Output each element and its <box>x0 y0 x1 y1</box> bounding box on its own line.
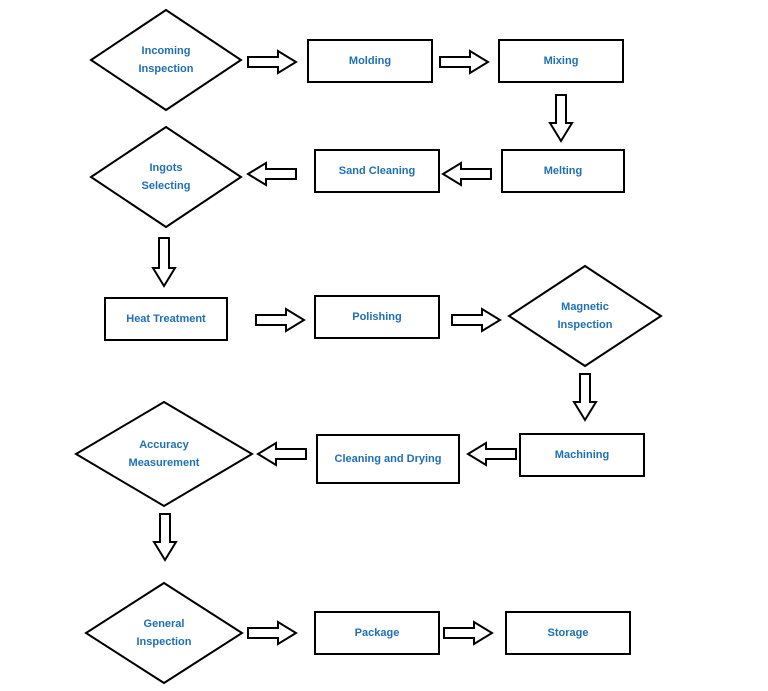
node-label: Accuracy <box>139 439 189 451</box>
node-cleaning-and-drying: Cleaning and Drying <box>316 434 460 484</box>
node-label: Selecting <box>142 180 191 192</box>
arrow-left-icon <box>246 161 297 187</box>
arrow-down-icon <box>152 513 178 562</box>
node-label: Incoming <box>142 45 191 57</box>
process-box <box>501 149 625 193</box>
arrow-right-icon <box>451 307 502 333</box>
process-box <box>314 611 440 655</box>
arrow-right-icon <box>439 49 490 75</box>
process-box <box>104 297 228 341</box>
node-label: Measurement <box>129 457 200 469</box>
node-label: Polishing <box>352 311 402 323</box>
process-box <box>307 39 433 83</box>
decision-diamond <box>74 400 254 508</box>
node-mixing: Mixing <box>498 39 624 83</box>
arrow-right-icon <box>443 620 494 646</box>
node-label: Heat Treatment <box>126 313 206 325</box>
decision-diamond <box>89 125 243 229</box>
node-label: General <box>144 618 185 630</box>
node-storage: Storage <box>505 611 631 655</box>
node-label: Mixing <box>544 55 579 67</box>
arrow-down-icon <box>548 94 574 143</box>
process-box <box>505 611 631 655</box>
arrow-right-icon <box>247 49 298 75</box>
node-label: Machining <box>555 449 609 461</box>
node-machining: Machining <box>519 433 645 477</box>
node-label: Ingots <box>150 162 183 174</box>
node-label: Cleaning and Drying <box>335 453 442 465</box>
node-label: Sand Cleaning <box>339 165 415 177</box>
arrow-left-icon <box>256 441 307 467</box>
arrow-left-icon <box>441 161 492 187</box>
arrow-right-icon <box>255 307 306 333</box>
node-label: Package <box>355 627 400 639</box>
process-box <box>316 434 460 484</box>
process-box <box>519 433 645 477</box>
node-polishing: Polishing <box>314 295 440 339</box>
decision-diamond <box>507 264 663 368</box>
node-label: Melting <box>544 165 583 177</box>
node-label: Storage <box>548 627 589 639</box>
arrow-down-icon <box>151 237 177 288</box>
flow-arrows <box>151 49 598 646</box>
arrow-right-icon <box>247 620 298 646</box>
node-label: Molding <box>349 55 391 67</box>
node-molding: Molding <box>307 39 433 83</box>
arrow-left-icon <box>466 441 517 467</box>
node-label: Inspection <box>136 636 191 648</box>
node-melting: Melting <box>501 149 625 193</box>
node-label: Magnetic <box>561 301 609 313</box>
node-sand-cleaning: Sand Cleaning <box>314 149 440 193</box>
node-package: Package <box>314 611 440 655</box>
process-box <box>498 39 624 83</box>
node-label: Inspection <box>557 319 612 331</box>
arrow-down-icon <box>572 373 598 422</box>
process-box <box>314 295 440 339</box>
process-box <box>314 149 440 193</box>
decision-diamond <box>89 8 243 112</box>
node-label: Inspection <box>138 63 193 75</box>
decision-diamond <box>84 581 244 685</box>
node-heat-treatment: Heat Treatment <box>104 297 228 341</box>
